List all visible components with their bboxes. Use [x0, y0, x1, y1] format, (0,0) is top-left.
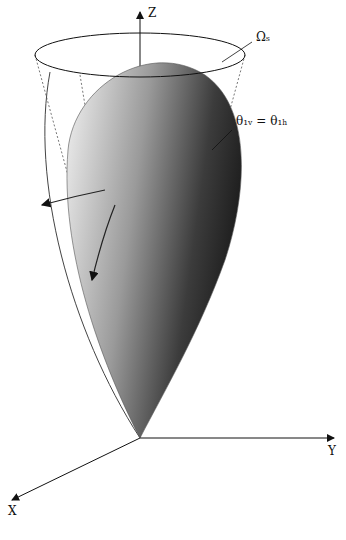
curved-arrow	[92, 205, 115, 280]
axis-label: Z	[146, 6, 158, 20]
x-axis	[12, 438, 140, 500]
curved-arrow	[42, 190, 105, 205]
axis-label: X	[6, 504, 19, 518]
cone-lines	[35, 55, 245, 438]
axis-label: Y	[326, 444, 338, 458]
leader-line	[222, 42, 252, 62]
leader-line	[212, 130, 232, 150]
top-ellipse	[35, 33, 245, 77]
beam-lobe	[67, 63, 241, 438]
axis-label: Ωₛ	[254, 30, 272, 44]
axis-label: θ₁ᵥ = θ₁ₕ	[234, 114, 289, 128]
y-axis	[140, 438, 334, 439]
